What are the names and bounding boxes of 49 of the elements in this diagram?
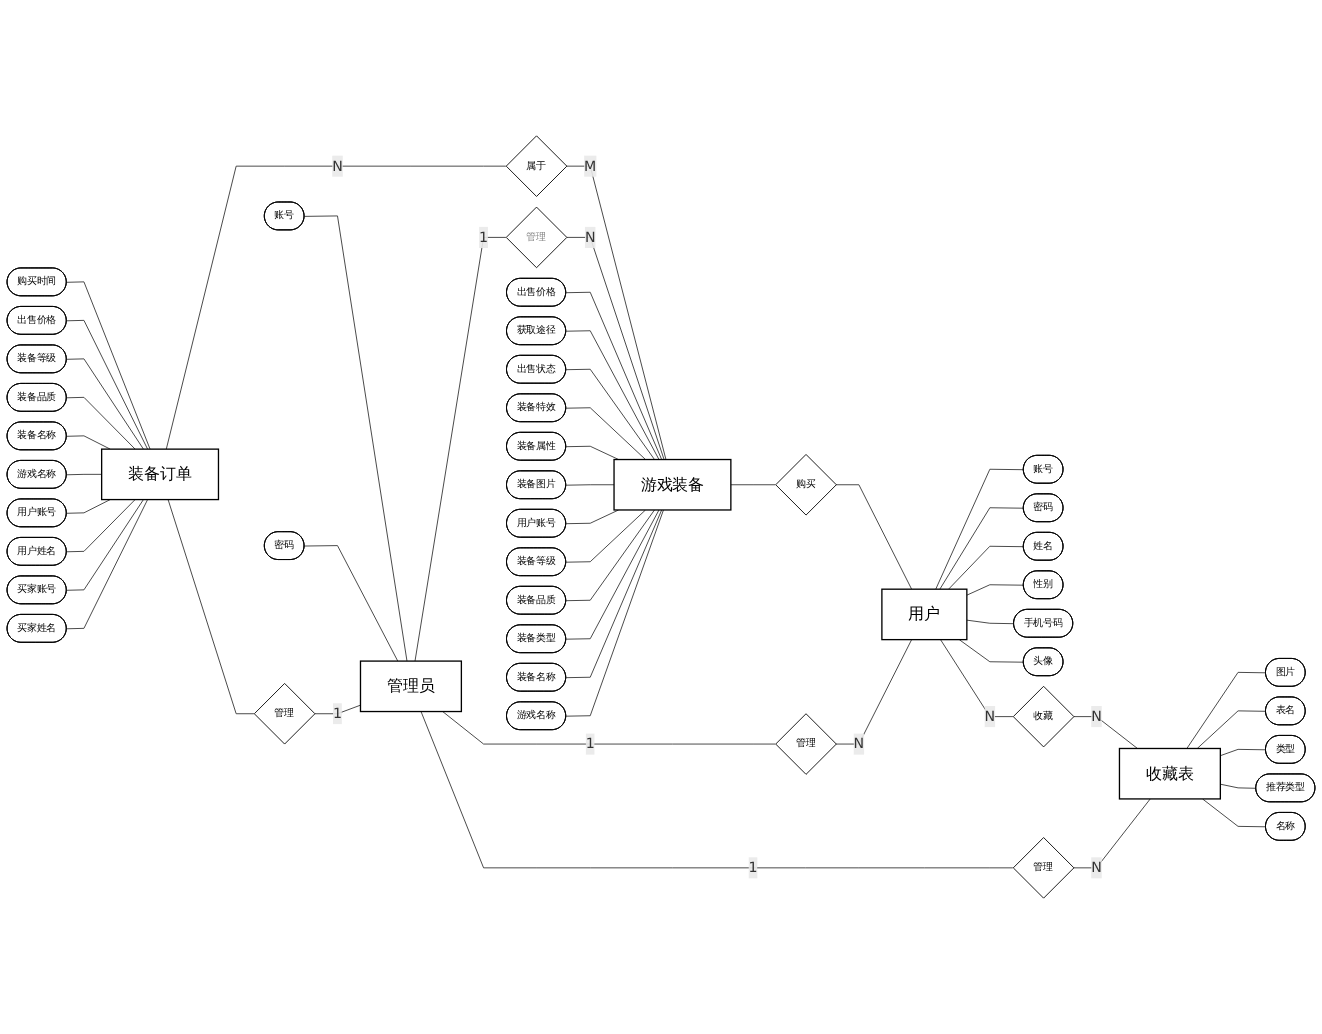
connector <box>835 484 913 590</box>
connector <box>1196 710 1267 749</box>
connector <box>1219 748 1267 757</box>
connector <box>565 445 620 460</box>
connector <box>167 499 255 715</box>
connector <box>304 215 408 662</box>
connector <box>1186 671 1267 749</box>
connector <box>565 509 655 602</box>
connector <box>304 545 399 662</box>
connector <box>165 165 507 450</box>
connector <box>940 639 1014 718</box>
connector <box>66 435 111 450</box>
connector <box>835 639 913 745</box>
connector <box>966 619 1015 625</box>
connector <box>66 396 136 450</box>
connector <box>730 484 776 486</box>
connector <box>565 509 646 563</box>
connector <box>66 499 136 553</box>
connector <box>565 330 660 460</box>
connector <box>414 236 507 662</box>
connector <box>565 509 620 525</box>
connector <box>66 499 144 591</box>
connector <box>565 291 663 460</box>
connector <box>565 484 615 486</box>
connector <box>565 509 663 679</box>
connector <box>1202 798 1267 828</box>
connector <box>66 319 149 450</box>
connector <box>1073 798 1151 869</box>
connector <box>565 236 665 460</box>
connector <box>565 368 655 460</box>
connector <box>1073 716 1138 749</box>
connector <box>66 499 149 630</box>
connector <box>948 545 1025 590</box>
connector <box>565 165 667 460</box>
connector <box>314 704 361 715</box>
connector <box>966 584 1025 596</box>
connector <box>565 407 646 460</box>
connector <box>66 358 144 450</box>
connector <box>420 711 1014 869</box>
connector <box>565 509 660 640</box>
connector <box>935 468 1025 590</box>
connector <box>939 507 1025 590</box>
connector <box>66 281 151 450</box>
connector <box>958 639 1025 663</box>
connector <box>442 711 776 745</box>
connector <box>66 473 103 476</box>
connector <box>66 499 111 514</box>
connector <box>565 509 664 717</box>
connector <box>1219 783 1257 789</box>
